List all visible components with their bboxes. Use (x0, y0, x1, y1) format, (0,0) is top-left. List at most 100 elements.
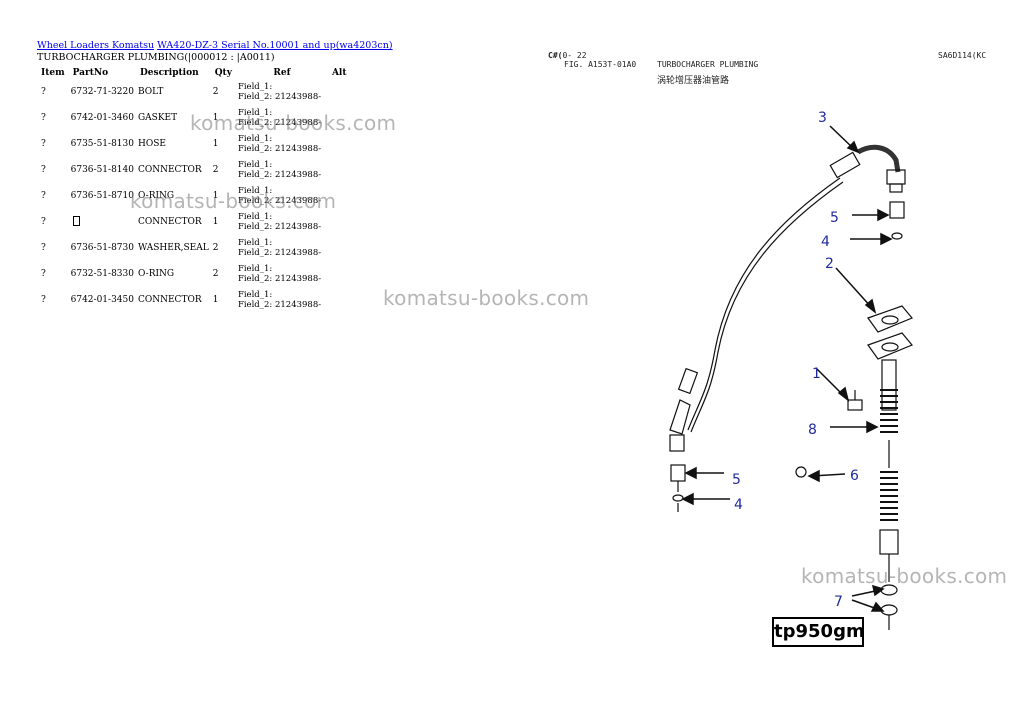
col-header-qty: Qty (214, 67, 232, 78)
cell-alt (328, 235, 372, 261)
callout-8: 8 (808, 422, 817, 438)
cell-alt (328, 157, 372, 183)
cell-item: ? (41, 217, 46, 227)
ref-field-2: Field_2: 21243988- (237, 144, 322, 154)
figure-title-en: TURBOCHARGER PLUMBING (657, 60, 759, 69)
cell-ref: Field_1:Field_2: 21243988- (236, 209, 328, 235)
cell-description: BOLT (137, 87, 164, 97)
figure-code: C#(0- 22 (548, 51, 587, 60)
callout-6: 6 (850, 468, 859, 484)
figure-ref: SA6D114(KC (938, 51, 987, 60)
figure-number: FIG. A153T-01A0 (564, 60, 637, 69)
cell-qty: 2 (212, 269, 219, 279)
cell-qty: 2 (212, 243, 219, 253)
cell-item: ? (41, 113, 46, 123)
cell-alt (328, 287, 372, 313)
cell-description: CONNECTOR (137, 295, 202, 305)
cell-item: ? (41, 165, 46, 175)
breadcrumb-link-serial[interactable]: WA420-DZ-3 Serial No.10001 and up(wa4203… (157, 40, 393, 51)
ref-field-1: Field_1: (237, 264, 273, 274)
col-header-ref: Ref (273, 67, 291, 78)
cell-item: ? (41, 295, 46, 305)
cell-qty: 1 (212, 113, 219, 123)
watermark-1: komatsu-books.com (190, 111, 397, 135)
cell-partno: 6742-01-3450 (70, 295, 134, 305)
cell-item: ? (41, 243, 46, 253)
ref-field-2: Field_2: 21243988- (237, 274, 322, 284)
cell-ref: Field_1:Field_2: 21243988- (236, 183, 328, 209)
table-header-row: Item PartNo Description Qty Ref Alt (37, 66, 372, 79)
breadcrumb: Wheel Loaders Komatsu WA420-DZ-3 Serial … (37, 40, 393, 51)
ref-field-1: Field_1: (237, 212, 273, 222)
cell-description: O-RING (137, 191, 175, 201)
breadcrumb-link-model[interactable]: Wheel Loaders Komatsu (37, 40, 155, 51)
cell-partno: 6732-71-3220 (70, 87, 134, 97)
cell-description: WASHER,SEAL (137, 243, 209, 253)
figure-code-icon: C#( (548, 51, 563, 60)
oring-4-upper (891, 232, 903, 240)
col-header-alt: Alt (331, 67, 347, 78)
cell-alt (328, 79, 372, 105)
cell-item: ? (41, 87, 46, 97)
cell-qty: 1 (212, 295, 219, 305)
gasket-2 (867, 305, 913, 333)
cell-partno: 6742-01-3460 (70, 113, 134, 123)
watermark-3: komatsu-books.com (383, 286, 590, 310)
ref-field-2: Field_2: 21243988- (237, 92, 322, 102)
oring-4-lower (672, 494, 684, 502)
cell-qty: 1 (212, 139, 219, 149)
cell-ref: Field_1:Field_2: 21243988- (236, 105, 328, 131)
ref-field-1: Field_1: (237, 290, 273, 300)
connector-3 (829, 151, 861, 179)
cell-qty: 1 (212, 217, 219, 227)
connector-5-lower (670, 464, 686, 482)
cell-partno: 6736-51-8730 (70, 243, 134, 253)
col-header-item: Item (41, 67, 65, 78)
cell-description: HOSE (137, 139, 166, 149)
callout-3: 3 (818, 110, 827, 126)
cell-partno (69, 209, 136, 235)
cell-ref: Field_1:Field_2: 21243988- (236, 131, 328, 157)
cell-partno: 6736-51-8140 (70, 165, 134, 175)
cell-ref: Field_1:Field_2: 21243988- (236, 157, 328, 183)
cell-qty: 2 (212, 165, 219, 175)
cell-description: CONNECTOR (137, 217, 202, 227)
parts-table: Item PartNo Description Qty Ref Alt ? 673… (37, 66, 372, 313)
oring-7-b (880, 604, 898, 616)
ref-field-2: Field_2: 21243988- (237, 300, 322, 310)
washer-6 (795, 466, 807, 478)
ref-field-1: Field_1: (237, 134, 273, 144)
ref-field-1: Field_1: (237, 186, 273, 196)
ref-field-2: Field_2: 21243988- (237, 248, 322, 258)
cell-qty: 2 (212, 87, 219, 97)
ref-field-2: Field_2: 21243988- (237, 118, 322, 128)
callout-4-upper: 4 (821, 234, 830, 250)
ref-field-2: Field_2: 21243988- (237, 170, 322, 180)
cell-qty: 1 (212, 191, 219, 201)
ref-field-2: Field_2: 21243988- (237, 222, 322, 232)
cell-item: ? (41, 269, 46, 279)
ref-field-1: Field_1: (237, 108, 273, 118)
callout-5-lower: 5 (732, 472, 741, 488)
cell-description: O-RING (137, 269, 175, 279)
cell-partno: 6736-51-8710 (70, 191, 134, 201)
parts-diagram: 3 5 4 2 1 8 5 4 6 7 (669, 110, 913, 630)
cell-alt (328, 261, 372, 287)
callout-2: 2 (825, 256, 834, 272)
cell-ref: Field_1:Field_2: 21243988- (236, 287, 328, 313)
cell-description: GASKET (137, 113, 178, 123)
diagram-stamp: tp950gm (772, 617, 865, 647)
hose-line (687, 177, 841, 431)
col-header-description: Description (139, 67, 199, 78)
cell-ref: Field_1:Field_2: 21243988- (236, 235, 328, 261)
callout-1: 1 (812, 366, 821, 382)
figure-title-cn: 涡轮增压器油管路 (657, 76, 730, 86)
table-row: ? CONNECTOR 1 Field_1:Field_2: 21243988- (37, 209, 372, 235)
page-title: TURBOCHARGER PLUMBING(|000012 : |A0011) (37, 52, 275, 63)
